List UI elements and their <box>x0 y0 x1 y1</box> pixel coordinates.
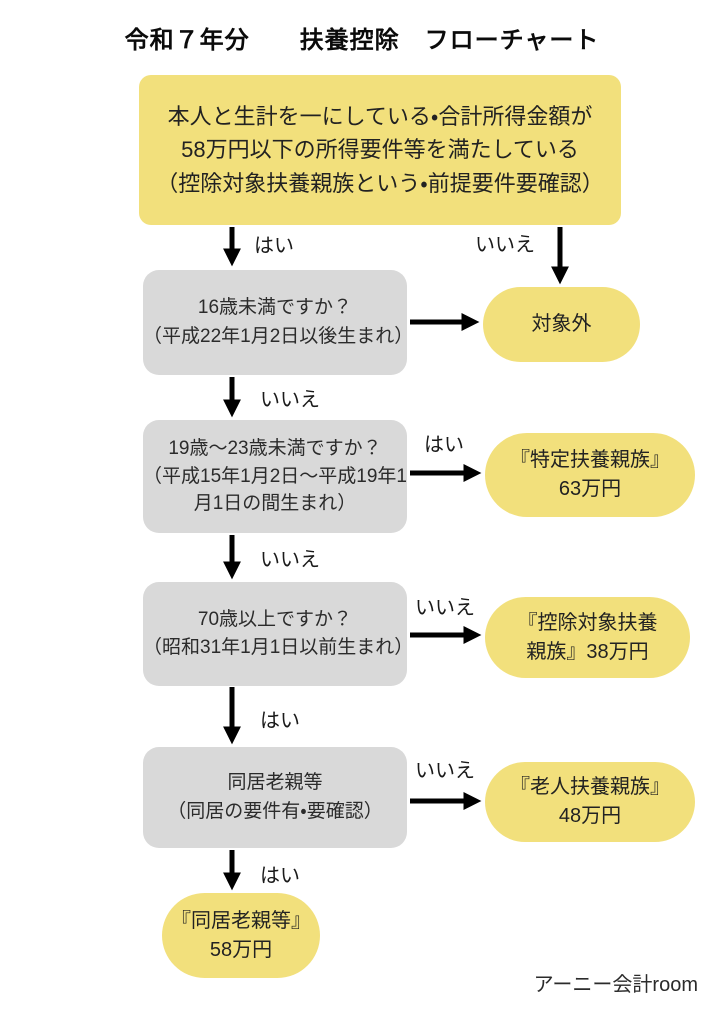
result-line: 63万円 <box>558 478 622 500</box>
start-condition-line: （控除対象扶養親族という・前提要件要確認） <box>156 170 604 196</box>
result-elderly-dependent-48: 『老人扶養親族』 48万円 <box>485 762 695 842</box>
question-line: （平成15年1月2日〜平成19年1 <box>143 465 407 487</box>
question-box-19to23: 19歳〜23歳未満ですか？ （平成15年1月2日〜平成19年1 月1日の間生まれ… <box>143 420 407 533</box>
question-line: （平成22年1月2日以後生まれ） <box>143 325 414 347</box>
result-cohabiting-parent-58: 『同居老親等』 58万円 <box>162 893 320 978</box>
question-line: 月1日の間生まれ） <box>193 493 357 515</box>
credit-text: アーニー会計room <box>533 974 698 996</box>
result-line: 親族』38万円 <box>526 640 649 663</box>
result-line: 『同居老親等』 <box>171 909 311 932</box>
question-line: （昭和31年1月1日以前生まれ） <box>143 637 414 658</box>
result-specified-dependent-63: 『特定扶養親族』 63万円 <box>485 433 695 517</box>
edge-label-q2-yes: はい <box>424 434 464 456</box>
edge-label-q2-no: いいえ <box>260 549 320 571</box>
result-line: 『控除対象扶養 <box>517 611 658 634</box>
result-line: 『老人扶養親族』 <box>510 776 670 798</box>
start-condition-line: 58万円以下の所得要件等を満たしている <box>181 137 579 163</box>
edge-label-q3-no: いいえ <box>415 597 475 619</box>
question-line: 70歳以上ですか？ <box>197 608 353 630</box>
edge-label-q4-yes: はい <box>260 865 300 887</box>
result-line: 58万円 <box>209 938 273 961</box>
result-general-dependent-38: 『控除対象扶養 親族』38万円 <box>485 597 690 678</box>
question-box-over70: 70歳以上ですか？ （昭和31年1月1日以前生まれ） <box>143 582 414 686</box>
edge-label-start-no: いいえ <box>475 234 535 256</box>
edge-label-start-yes: はい <box>254 235 294 257</box>
edge-label-q1-no: いいえ <box>260 389 320 411</box>
page-title: 令和７年分 扶養控除 フローチャート <box>124 27 600 54</box>
question-line: 19歳〜23歳未満ですか？ <box>168 438 382 460</box>
result-line: 48万円 <box>558 805 622 827</box>
edge-label-q3-yes: はい <box>260 710 300 732</box>
result-excluded: 対象外 <box>483 287 640 362</box>
start-condition-line: 本人と生計を一にしている・合計所得金額が <box>167 103 593 129</box>
question-box-under16: 16歳未満ですか？ （平成22年1月2日以後生まれ） <box>143 270 414 375</box>
start-condition-box: 本人と生計を一にしている・合計所得金額が 58万円以下の所得要件等を満たしている… <box>139 75 621 225</box>
result-line: 対象外 <box>531 313 592 335</box>
question-line: （同居の要件有・要確認） <box>167 800 383 822</box>
question-line: 同居老親等 <box>227 772 323 793</box>
question-line: 16歳未満ですか？ <box>197 297 353 318</box>
question-box-cohabiting-parent: 同居老親等 （同居の要件有・要確認） <box>143 747 407 848</box>
result-line: 『特定扶養親族』 <box>510 449 670 471</box>
edge-label-q4-no: いいえ <box>415 760 475 782</box>
